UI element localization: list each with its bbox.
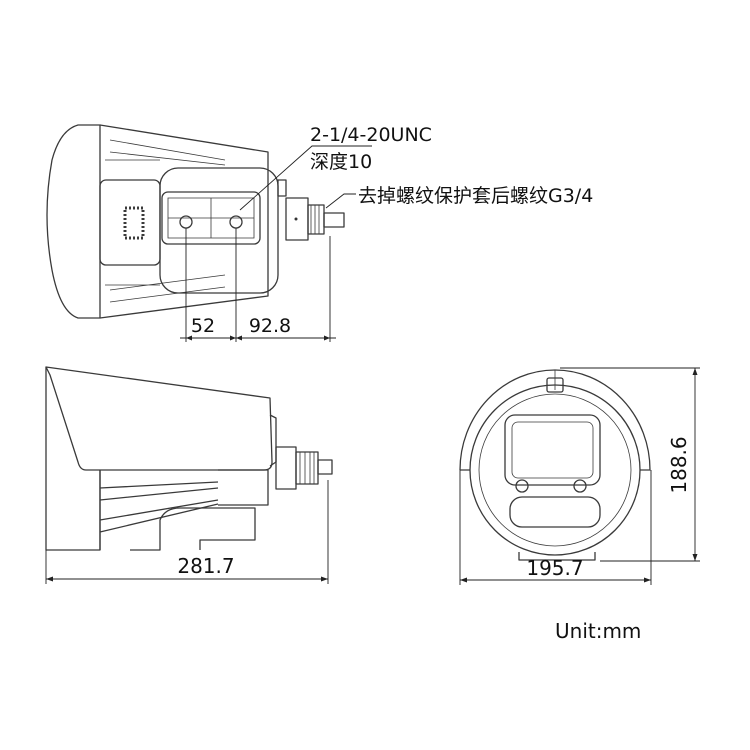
- side-view: 281.7: [45, 366, 333, 584]
- bracket-plate: [161, 191, 261, 245]
- unit-label: Unit:mm: [555, 619, 641, 643]
- side-hood: [45, 366, 273, 471]
- dim-total-length: 281.7: [177, 554, 234, 578]
- ir-led-left: [515, 479, 529, 493]
- dim-hole-offset: 52: [191, 315, 215, 337]
- side-bracket: [130, 507, 256, 551]
- ir-led-right: [573, 479, 587, 493]
- front-view: 195.7 188.6: [459, 367, 700, 585]
- thread-depth-label: 深度10: [310, 151, 372, 173]
- side-body: [45, 367, 101, 551]
- ir-window: [509, 496, 601, 528]
- thread-spec-label: 2-1/4-20UNC: [310, 124, 432, 146]
- side-fins: [99, 470, 219, 550]
- top-nub: [546, 377, 564, 393]
- dim-width: 195.7: [526, 556, 583, 580]
- dim-height: 188.6: [667, 436, 691, 493]
- front-hood-arch: [459, 369, 651, 471]
- top-view: 52 92.8 2-1/4-20UNC 深度10 去掉螺纹保护套后螺纹G3/4: [46, 124, 593, 342]
- grille: [123, 206, 145, 240]
- gland-nut: [307, 204, 325, 235]
- front-housing: [469, 384, 641, 556]
- rear-thread-note: 去掉螺纹保护套后螺纹G3/4: [358, 185, 593, 207]
- side-cable-stub: [317, 459, 333, 475]
- cable-stub: [323, 212, 345, 228]
- top-body-fins: [99, 124, 269, 319]
- front-feet: [518, 552, 596, 561]
- side-gland-nut: [295, 451, 319, 485]
- lens-window: [504, 414, 601, 486]
- dim-hole-to-rear: 92.8: [249, 315, 291, 337]
- junction-box: [99, 179, 161, 266]
- side-connector: [275, 446, 297, 490]
- top-front-cap: [46, 124, 101, 319]
